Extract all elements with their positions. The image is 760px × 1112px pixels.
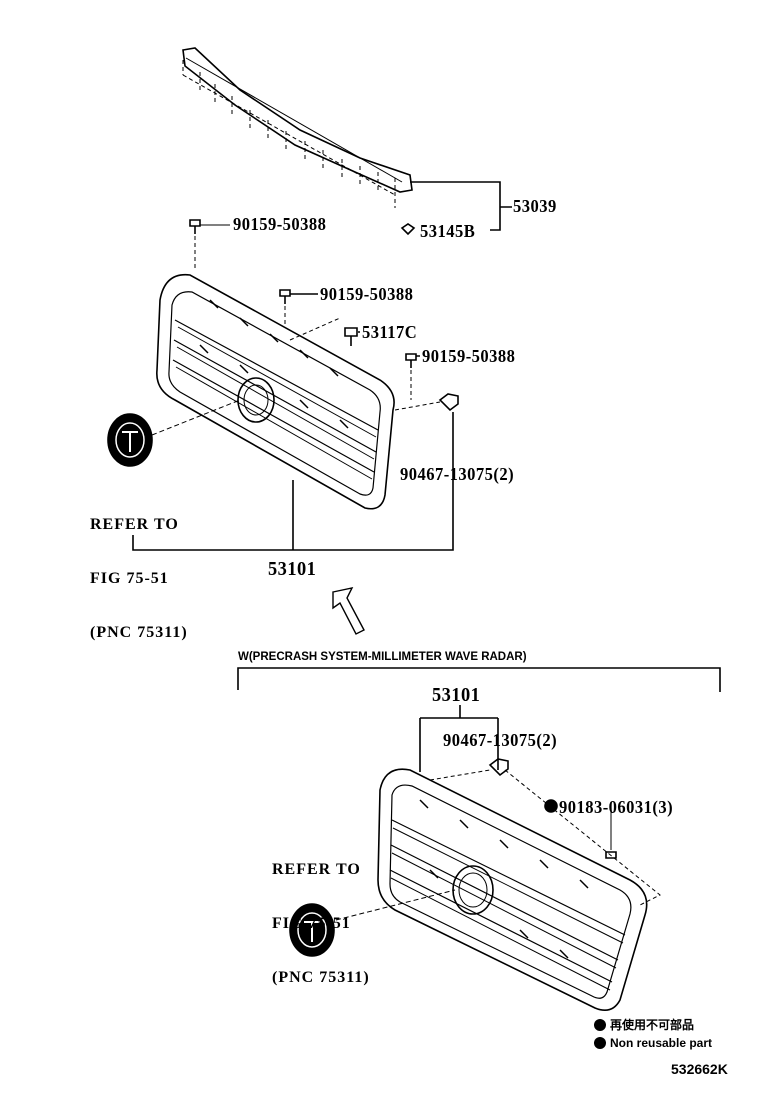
callout-screw-c[interactable]: 90159-50388 bbox=[422, 346, 516, 366]
callout-screw-a[interactable]: 90159-50388 bbox=[233, 214, 327, 234]
grille-top-part[interactable] bbox=[156, 273, 459, 510]
legend-text: 再使用不可部品 bbox=[610, 1018, 695, 1032]
callout-screw-b[interactable]: 90159-50388 bbox=[320, 284, 414, 304]
screw-parts[interactable] bbox=[189, 219, 420, 400]
bullet-icon bbox=[594, 1037, 606, 1049]
refer-note-top[interactable]: REFER TO FIG 75-51 (PNC 75311) bbox=[90, 480, 188, 660]
callout-nut-top[interactable]: 90467-13075(2) bbox=[400, 464, 515, 484]
figure-code: 532662K bbox=[671, 1061, 728, 1077]
nonreusable-marker-icon bbox=[544, 799, 558, 813]
callout-53117c[interactable]: 53117C bbox=[362, 322, 418, 342]
clip-part[interactable] bbox=[400, 223, 416, 236]
emblem-top[interactable] bbox=[107, 399, 241, 467]
refer-line: (PNC 75311) bbox=[272, 969, 370, 986]
emblem-bottom[interactable] bbox=[289, 889, 456, 957]
refer-line: REFER TO bbox=[272, 861, 361, 878]
refer-line: REFER TO bbox=[90, 516, 179, 533]
variant-label: W(PRECRASH SYSTEM-MILLIMETER WAVE RADAR) bbox=[238, 651, 527, 663]
refer-note-bottom[interactable]: REFER TO FIG 75-51 (PNC 75311) bbox=[272, 825, 370, 1005]
refer-line: FIG 75-51 bbox=[90, 570, 169, 587]
legend-japanese: 再使用不可部品 bbox=[594, 1016, 694, 1033]
callout-nonreusable-part[interactable]: 90183-06031(3) bbox=[559, 797, 674, 817]
callout-grille-bottom[interactable]: 53101 bbox=[432, 684, 481, 706]
callout-53145b[interactable]: 53145B bbox=[420, 221, 476, 241]
refer-line: FIG 75-51 bbox=[272, 915, 351, 932]
callout-53039[interactable]: 53039 bbox=[513, 196, 557, 216]
legend-text: Non reusable part bbox=[610, 1036, 713, 1050]
grille-bottom-part[interactable] bbox=[377, 758, 661, 1011]
callout-nut-bottom[interactable]: 90467-13075(2) bbox=[443, 730, 558, 750]
legend-english: Non reusable part bbox=[594, 1036, 712, 1050]
refer-line: (PNC 75311) bbox=[90, 624, 188, 641]
callout-grille-top[interactable]: 53101 bbox=[268, 558, 317, 580]
upper-molding-part[interactable] bbox=[182, 47, 413, 208]
view-arrow-icon bbox=[332, 587, 365, 635]
bullet-icon bbox=[594, 1018, 606, 1031]
